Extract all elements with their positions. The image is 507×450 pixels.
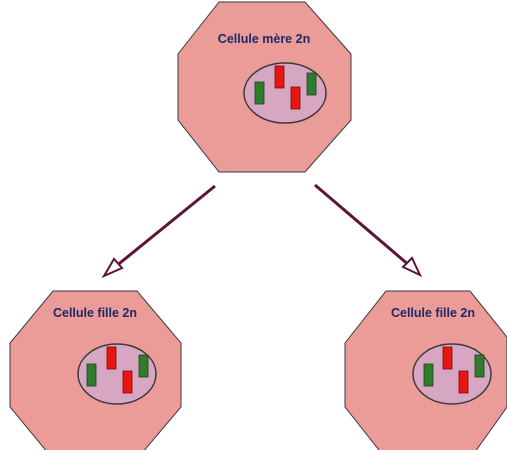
chromosome-green <box>306 72 317 96</box>
daughter-cell-left: Cellule fille 2n <box>9 290 182 450</box>
chromosome-red <box>290 86 301 110</box>
daughter-cell-left-label: Cellule fille 2n <box>53 306 137 320</box>
chromosome-green <box>474 354 485 378</box>
arrow-left-shaft <box>114 184 216 269</box>
chromosome-red <box>122 370 133 394</box>
arrow-left-head <box>101 257 124 279</box>
arrow-right <box>314 183 423 278</box>
chromosome-green <box>423 363 434 387</box>
daughter-right-nucleus <box>412 343 492 405</box>
chromosome-red <box>106 346 117 370</box>
chromosome-green <box>254 81 265 105</box>
chromosome-red <box>458 370 469 394</box>
chromosome-green <box>86 363 97 387</box>
chromosome-red <box>442 346 453 370</box>
chromosome-red <box>274 65 285 89</box>
arrow-left <box>101 184 216 279</box>
arrow-right-head <box>401 256 423 278</box>
daughter-left-nucleus <box>77 343 157 405</box>
daughter-cell-right-label: Cellule fille 2n <box>391 306 475 320</box>
mother-cell-label: Cellule mère 2n <box>218 32 310 46</box>
mother-cell: Cellule mère 2n <box>177 1 352 173</box>
mother-nucleus <box>243 62 327 124</box>
arrow-right-shaft <box>314 183 411 268</box>
chromosome-green <box>138 354 149 378</box>
daughter-cell-right: Cellule fille 2n <box>344 290 507 450</box>
